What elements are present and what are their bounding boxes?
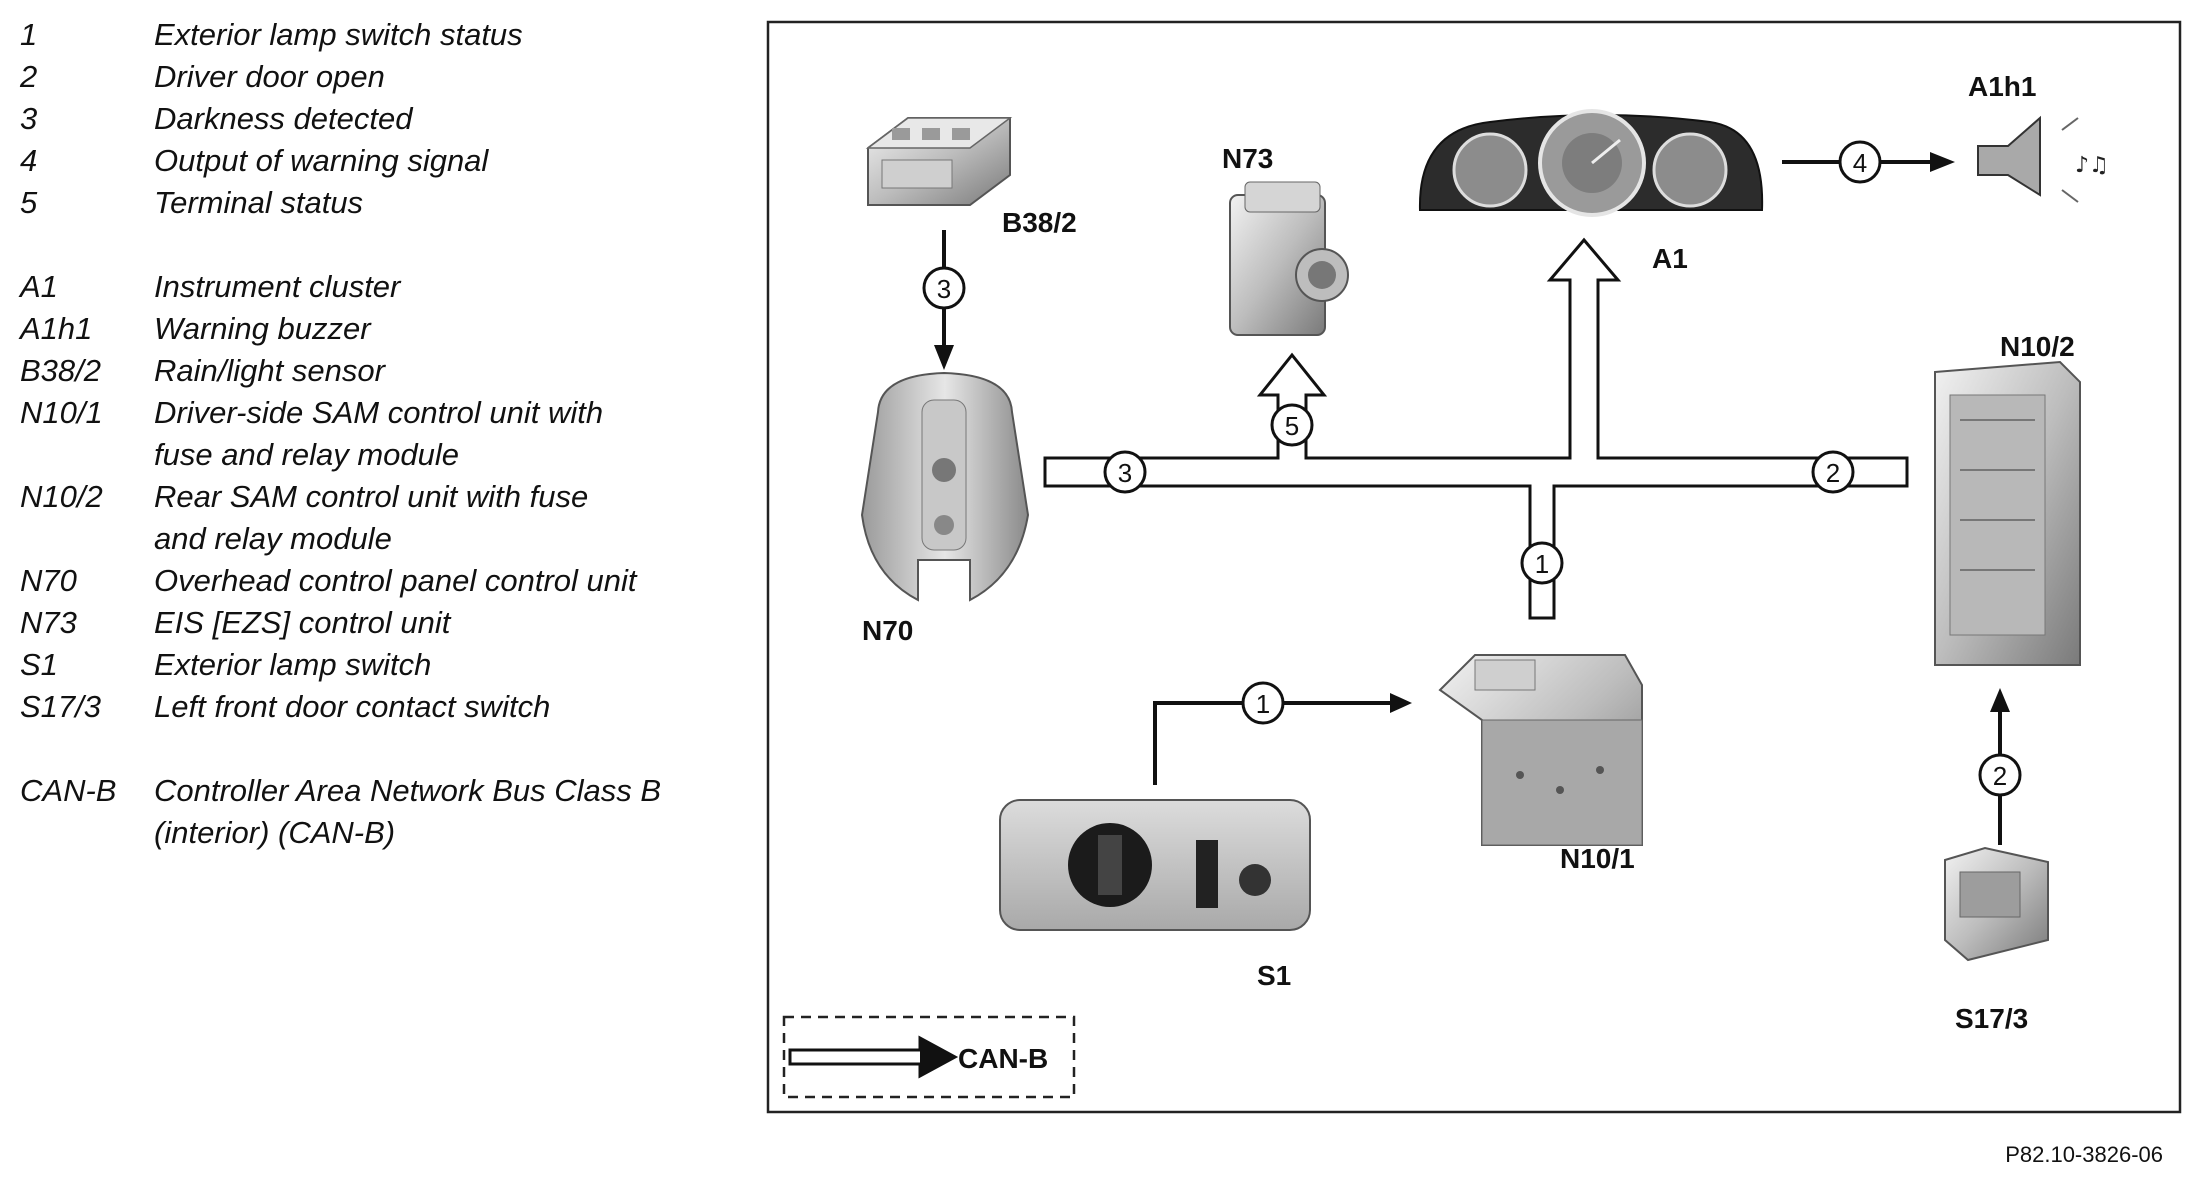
instrument-cluster-image [1418, 109, 1764, 217]
signal-number: 1 [1256, 689, 1270, 719]
signal-number: 3 [1118, 458, 1132, 488]
arrowhead [1930, 152, 1955, 172]
legend-text: Output of warning signal [154, 143, 489, 178]
signal-arrows [934, 152, 2010, 845]
legend-code: 3 [20, 101, 38, 136]
legend-text: Overhead control panel control unit [154, 563, 637, 598]
legend: 1 Exterior lamp switch status 2 Driver doo… [20, 14, 740, 854]
legend-text: Rear SAM control unit with fuse and rela… [154, 479, 589, 556]
label-s1: S1 [1257, 960, 1291, 991]
legend-code: A1 [20, 269, 58, 304]
can-b-key-arrowhead [920, 1038, 955, 1076]
arrowhead [934, 345, 954, 370]
label-n10-2: N10/2 [2000, 331, 2075, 362]
legend-code: N10/1 [20, 395, 103, 430]
label-n70: N70 [862, 615, 913, 646]
legend-text: Terminal status [154, 185, 364, 220]
legend-item: 5 Terminal status [20, 182, 740, 224]
arrow-s1-to-n10-1 [1153, 701, 1395, 785]
signal-number: 1 [1535, 549, 1549, 579]
can-b-key [782, 1015, 1076, 1099]
can-b-bus-outline [1043, 237, 1909, 620]
legend-text: Darkness detected [154, 101, 413, 136]
signal-marker-1-s1 [1241, 681, 1285, 725]
legend-text: Exterior lamp switch [154, 647, 432, 682]
rain-light-sensor-image [865, 117, 1013, 206]
legend-code: A1h1 [20, 311, 93, 346]
label-b38-2: B38/2 [1002, 207, 1077, 238]
legend-code: CAN-B [20, 773, 117, 808]
driver-sam-image [1438, 654, 1643, 846]
legend-code: S1 [20, 647, 58, 682]
legend-code: N73 [20, 605, 77, 640]
overhead-control-panel-image [860, 371, 1030, 602]
legend-text: Controller Area Network Bus Class B (int… [154, 773, 662, 850]
signal-number: 2 [1993, 761, 2007, 791]
warning-buzzer-icon: ♪♫ [1977, 115, 2109, 203]
signal-marker-2-bus [1811, 450, 1855, 494]
signal-number: 4 [1853, 148, 1867, 178]
legend-code: B38/2 [20, 353, 102, 388]
signal-number: 3 [937, 274, 951, 304]
legend-item: 2 Driver door open [20, 56, 740, 98]
legend-text: Driver-side SAM control unit with fuse a… [154, 395, 604, 472]
legend-item: CAN-B Controller Area Network Bus Class B… [20, 770, 700, 854]
legend-code: 4 [20, 143, 38, 178]
legend-text: Warning buzzer [154, 311, 371, 346]
legend-text: Exterior lamp switch status [154, 17, 523, 52]
diagram-frame [766, 20, 2182, 1114]
legend-text: Instrument cluster [154, 269, 401, 304]
label-a1: A1 [1652, 243, 1688, 274]
can-b-key-label: CAN-B [958, 1043, 1048, 1074]
signal-markers: 3 5 3 2 1 4 1 2 [922, 140, 2022, 797]
figure-reference: P82.10-3826-06 [2005, 1142, 2163, 1167]
signal-marker-3-bus [1103, 450, 1147, 494]
legend-item: S17/3 Left front door contact switch [20, 686, 740, 728]
legend-code: 2 [20, 59, 38, 94]
legend-item: 1 Exterior lamp switch status [20, 14, 740, 56]
label-n10-1: N10/1 [1560, 843, 1635, 874]
signal-marker-2-door [1978, 753, 2022, 797]
legend-code: N70 [20, 563, 77, 598]
legend-code: 1 [20, 17, 38, 52]
svg-text:♪♫: ♪♫ [2075, 153, 2109, 178]
legend-code: S17/3 [20, 689, 102, 724]
legend-item: 4 Output of warning signal [20, 140, 740, 182]
eis-control-unit-image [1229, 181, 1349, 336]
exterior-lamp-switch-image [999, 799, 1311, 931]
legend-text: EIS [EZS] control unit [154, 605, 451, 640]
legend-text: Left front door contact switch [154, 689, 551, 724]
signal-marker-1-bus [1520, 541, 1564, 585]
signal-number: 5 [1285, 411, 1299, 441]
legend-item: N70 Overhead control panel control unit [20, 560, 740, 602]
signal-marker-5 [1270, 403, 1314, 447]
label-a1h1: A1h1 [1968, 71, 2036, 102]
legend-text: Rain/light sensor [154, 353, 385, 388]
label-s17-3: S17/3 [1955, 1003, 2028, 1034]
can-b-bus [1043, 237, 1909, 620]
can-b-key-frame [782, 1015, 1076, 1099]
signal-marker-4 [1838, 140, 1882, 184]
legend-item: B38/2 Rain/light sensor [20, 350, 740, 392]
arrowhead [1990, 688, 2010, 712]
signal-number: 2 [1826, 458, 1840, 488]
legend-item: A1h1 Warning buzzer [20, 308, 740, 350]
legend-code: 5 [20, 185, 38, 220]
legend-text: Driver door open [154, 59, 385, 94]
legend-item: A1 Instrument cluster [20, 266, 740, 308]
legend-item: N73 EIS [EZS] control unit [20, 602, 740, 644]
legend-item: N10/2 Rear SAM control unit with fuse and… [20, 476, 680, 560]
door-contact-switch-image [1944, 846, 2049, 962]
legend-code: N10/2 [20, 479, 103, 514]
label-n73: N73 [1222, 143, 1273, 174]
legend-item: N10/1 Driver-side SAM control unit with f… [20, 392, 680, 476]
legend-item: 3 Darkness detected [20, 98, 740, 140]
rear-sam-image [1934, 360, 2081, 666]
arrowhead [1390, 693, 1412, 713]
legend-item: S1 Exterior lamp switch [20, 644, 740, 686]
signal-marker-3-vertical [922, 266, 966, 310]
